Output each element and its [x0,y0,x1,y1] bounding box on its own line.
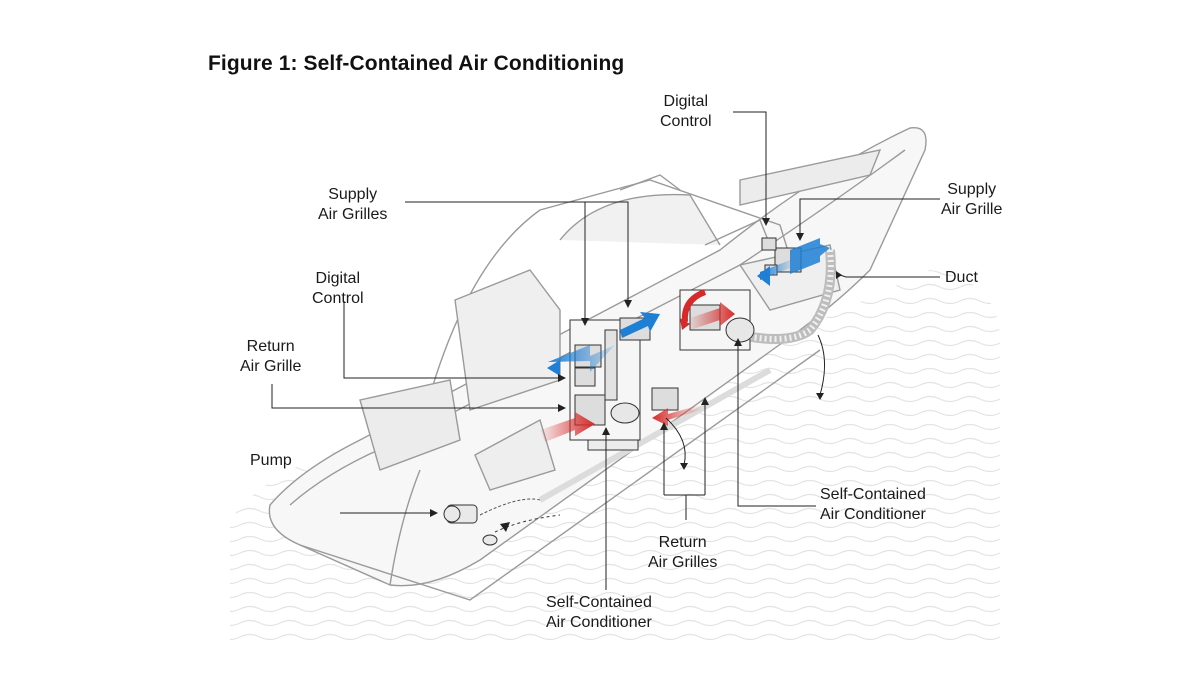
label-return-air-grilles: Return Air Grilles [648,534,718,571]
label-duct: Duct [945,269,978,286]
duct [739,249,836,344]
leader-arrowheads [430,218,842,532]
airflow-arrows [540,238,830,442]
leader-lines [271,111,940,590]
label-supply-air-grille: Supply Air Grille [941,181,1003,218]
label-digital-control-top: Digital Control [660,93,712,130]
label-pump: Pump [250,452,292,469]
label-self-contained-ac-bottom: Self-Contained Air Conditioner [546,594,652,631]
label-self-contained-ac-right: Self-Contained Air Conditioner [820,486,926,523]
label-return-air-grille: Return Air Grille [240,338,302,375]
label-digital-control-left: Digital Control [312,270,364,307]
figure-title: Figure 1: Self-Contained Air Conditionin… [208,52,625,75]
pump [443,498,561,546]
label-supply-air-grilles: Supply Air Grilles [318,186,388,223]
